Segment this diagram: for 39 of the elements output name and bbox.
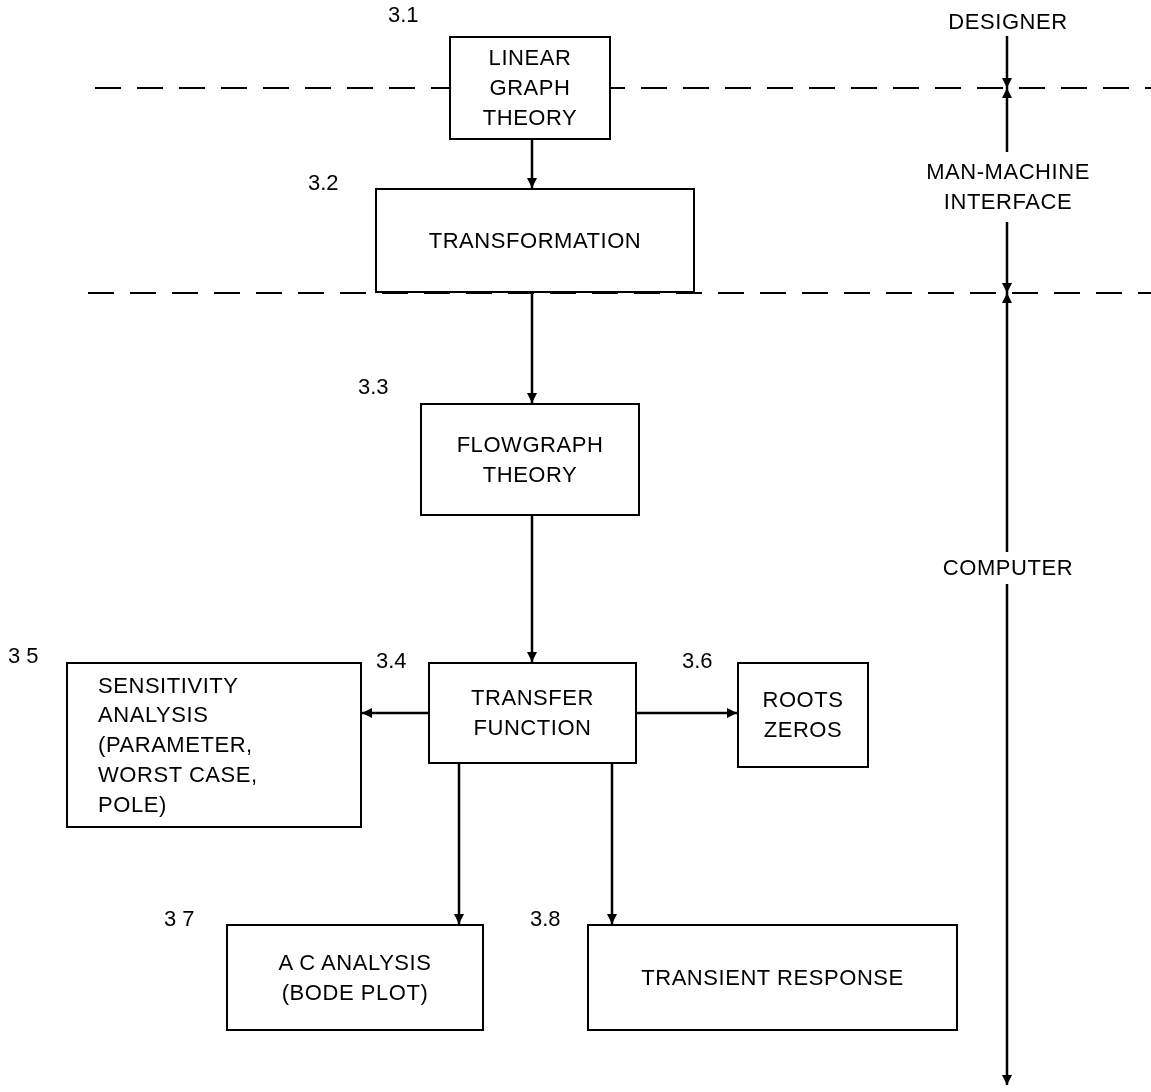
- arrow: [527, 516, 537, 662]
- arrow: [1002, 36, 1012, 88]
- arrow: [1002, 293, 1012, 552]
- arrow: [1002, 584, 1012, 1085]
- process-box: [420, 403, 640, 516]
- arrow: [362, 708, 428, 718]
- arrow: [637, 708, 737, 718]
- section-number: 3 7: [164, 908, 195, 930]
- section-number: 3.8: [530, 908, 561, 930]
- stage-label: DESIGNER: [948, 8, 1068, 37]
- process-box: [226, 924, 484, 1031]
- arrow: [527, 140, 537, 188]
- process-box: [66, 662, 362, 828]
- section-number: 3 5: [8, 645, 39, 667]
- arrow: [1002, 88, 1012, 152]
- box-label: TRANSFER FUNCTION: [470, 684, 595, 742]
- process-box: [587, 924, 958, 1031]
- box-label: LINEAR GRAPH THEORY: [481, 44, 579, 132]
- box-label: TRANSIENT RESPONSE: [641, 963, 904, 992]
- arrow: [527, 293, 537, 403]
- section-number: 3.6: [682, 650, 713, 672]
- box-label: TRANSFORMATION: [428, 226, 642, 255]
- stage-label: COMPUTER: [942, 554, 1074, 583]
- box-label: A C ANALYSIS (BODE PLOT): [277, 948, 433, 1007]
- arrow: [607, 764, 617, 924]
- box-label: ROOTS ZEROS: [761, 686, 845, 744]
- section-number: 3.3: [358, 376, 389, 398]
- process-box: [737, 662, 869, 768]
- process-box: [428, 662, 637, 764]
- stage-label: MAN-MACHINE INTERFACE: [925, 158, 1091, 216]
- arrow: [454, 764, 464, 924]
- box-label: SENSITIVITY ANALYSIS (PARAMETER, WORST CASE, POLE): [98, 671, 259, 819]
- arrow: [1002, 222, 1012, 293]
- section-number: 3.4: [376, 650, 407, 672]
- process-box: [449, 36, 611, 140]
- section-number: 3.1: [388, 4, 419, 26]
- section-number: 3.2: [308, 172, 339, 194]
- process-box: [375, 188, 695, 293]
- box-label: FLOWGRAPH THEORY: [455, 430, 605, 489]
